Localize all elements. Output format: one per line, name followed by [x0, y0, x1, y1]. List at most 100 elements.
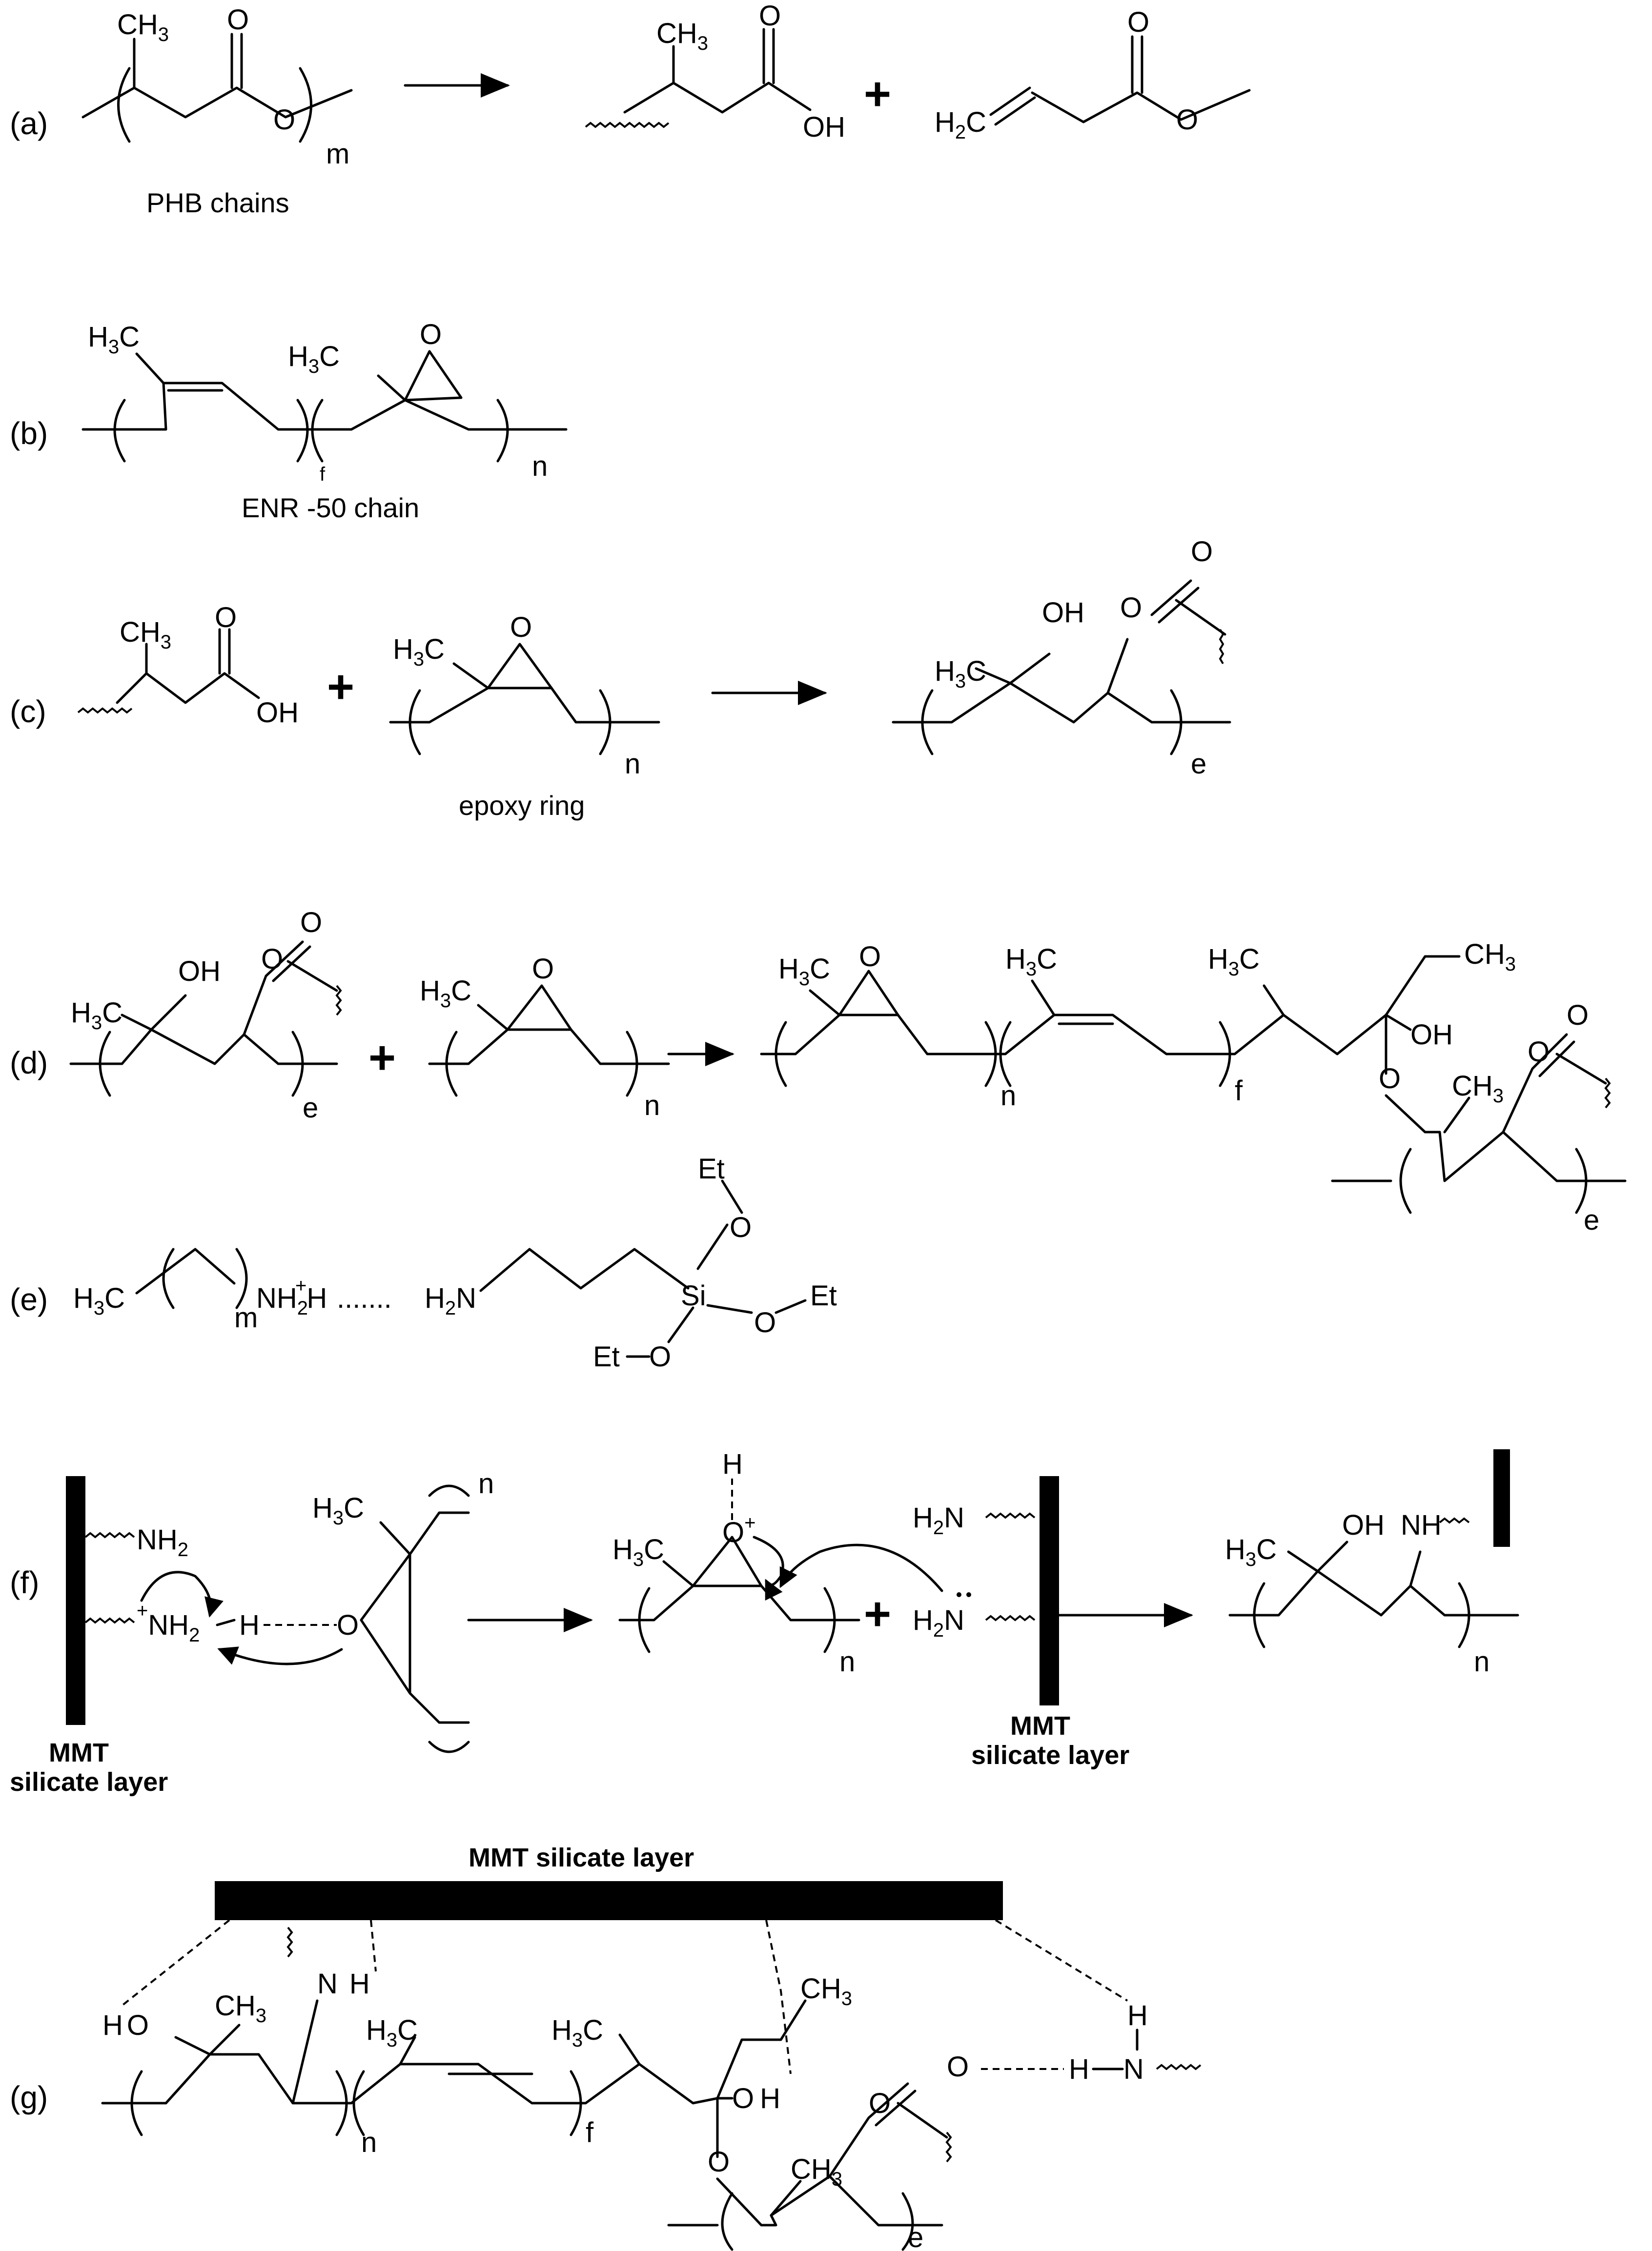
- d-pendant-ch3: CH3: [1452, 1070, 1504, 1107]
- f-epoxide-methyl: [379, 1521, 411, 1556]
- epoxy-c-h3c: H3C: [393, 633, 445, 670]
- f-mmt-layer-1: [66, 1476, 85, 1725]
- f-wavy-1: [84, 1532, 135, 1539]
- plus-a: +: [864, 68, 891, 120]
- g-subscript-n: n: [361, 2127, 377, 2158]
- phb-backbone: [82, 86, 353, 119]
- e-hbond-dots: .......: [337, 1282, 392, 1314]
- enr-epoxide: [404, 350, 463, 402]
- f-h2n-2: H2N: [913, 1604, 964, 1641]
- acid-carbonyl: [762, 28, 775, 84]
- f-lone-pair-1: [957, 1592, 961, 1597]
- phb-subscript-m: m: [326, 138, 349, 170]
- e-alkyl-chain: [135, 1248, 236, 1295]
- f-wavy-5: [1439, 1517, 1470, 1524]
- panel-d: (d) H3C OH O O e + H3C O n: [10, 907, 1627, 1236]
- plus-c: +: [327, 661, 354, 713]
- d-pendant-backbone: [1385, 1094, 1627, 1182]
- d-reactant2-bracket-l: [445, 1031, 458, 1097]
- d-product-subscript-f: f: [1235, 1075, 1243, 1107]
- product-c-oh: OH: [1042, 597, 1084, 629]
- d-reactant1-subscript-e: e: [303, 1092, 318, 1124]
- g-subscript-f: f: [586, 2117, 594, 2149]
- product-c-oh-bond: [1009, 652, 1051, 685]
- d-product-bracket-1: [775, 1021, 787, 1087]
- e-o-right-et: [775, 1299, 807, 1314]
- f-h2n-1: H2N: [913, 1502, 964, 1539]
- product-c-h3c: H3C: [935, 655, 986, 692]
- d-reactant2-subscript-n: n: [644, 1090, 660, 1121]
- d-product-ethyl: [1385, 955, 1461, 1016]
- f-prod-nh-label: NH: [1401, 1509, 1442, 1541]
- d-reactant1-ester: [243, 940, 338, 1036]
- f-prot-subscript-n: n: [839, 1646, 855, 1678]
- caption-phb-chains: PHB chains: [146, 187, 289, 218]
- g-mmt-layer: [215, 1881, 1003, 1920]
- d-reactant2-o: O: [532, 953, 554, 985]
- e-et-top: Et: [698, 1153, 725, 1185]
- acid-ch3: CH3: [656, 18, 708, 54]
- g-methyl-3: [618, 2033, 641, 2066]
- product-c-bracket-l: [921, 689, 934, 755]
- g-hbond-2: [370, 1920, 377, 1972]
- acid-c-chain: [116, 672, 260, 704]
- f-epoxide-subscript-n: n: [478, 1468, 494, 1500]
- enr-h3c-2: H3C: [288, 341, 340, 377]
- f-mmt-caption-1a: MMT: [49, 1738, 109, 1767]
- e-o-right: O: [754, 1307, 776, 1338]
- enr-bracket-2: [296, 399, 309, 463]
- g-ch3-4: CH3: [800, 1973, 852, 2009]
- f-mmt-caption-2a: MMT: [1010, 1711, 1070, 1741]
- d-pendant-bracket-r: [1575, 1148, 1588, 1214]
- enr-backbone: [82, 382, 568, 431]
- g-pendant-ester-o: O: [869, 2088, 891, 2119]
- f-wavy-2: [84, 1617, 135, 1624]
- d-product-ch3: CH3: [1464, 938, 1516, 975]
- epoxy-c-bracket-l: [408, 689, 421, 755]
- f-prot-o: O+: [722, 1512, 755, 1548]
- f-attack-arrow: [779, 1543, 943, 1592]
- f-prot-ring: [692, 1536, 763, 1587]
- g-hbond-1: [121, 1919, 230, 2007]
- f-prot-curved-arrow: [753, 1536, 784, 1601]
- wavy-end-d1: [335, 985, 342, 1016]
- plus-f: +: [864, 1588, 891, 1640]
- e-bracket-l: [162, 1248, 175, 1309]
- g-h3c-3: H3C: [551, 2014, 603, 2051]
- g-methyl-2: [399, 2036, 416, 2066]
- d-reactant1-carbonyl-o: O: [300, 907, 322, 938]
- f-mmt-layer-2: [1040, 1476, 1059, 1705]
- product-c-ester: [1150, 579, 1226, 636]
- acid-c-oh: OH: [256, 697, 299, 729]
- d-reactant1-oh-label: OH: [178, 955, 221, 987]
- g-pendant-subscript-e: e: [908, 2222, 923, 2251]
- g-h-right: H: [1127, 2000, 1148, 2031]
- f-h: H: [239, 1609, 260, 1641]
- g-pendant-carbonyl-o: O: [947, 2051, 969, 2083]
- g-ethyl: [716, 1999, 807, 2100]
- plus-d: +: [368, 1032, 396, 1084]
- phb-bracket-left: [117, 67, 131, 143]
- g-pendant-methyl: [770, 2180, 802, 2217]
- d-reactant2-ring: [506, 984, 572, 1031]
- epoxy-c-subscript-n: n: [625, 748, 640, 780]
- caption-enr-chain: ENR -50 chain: [242, 492, 419, 523]
- epoxy-c-methyl: [452, 662, 489, 689]
- panel-label-d: (d): [10, 1045, 48, 1080]
- d-reactant1-ester-o: O: [261, 943, 283, 975]
- acid-oh: OH: [803, 111, 845, 143]
- d-pendant-ester-o: O: [1528, 1036, 1550, 1068]
- d-reactant2-h3c: H3C: [420, 975, 471, 1012]
- panel-label-c: (c): [10, 694, 46, 729]
- e-h2n: H2N: [425, 1282, 476, 1319]
- g-hbond-4: [995, 1919, 1128, 2002]
- f-lone-pair-2: [966, 1592, 971, 1597]
- d-product-h3c-2: H3C: [1005, 943, 1057, 980]
- g-pendant-bracket-r: [901, 2192, 914, 2251]
- f-nh3-ion: +NH2: [137, 1600, 200, 1646]
- f-prod-subscript-n: n: [1474, 1646, 1489, 1678]
- panel-e: (e) H3C m NH2+H ....... H2N Si O Et O Et…: [10, 1153, 837, 1373]
